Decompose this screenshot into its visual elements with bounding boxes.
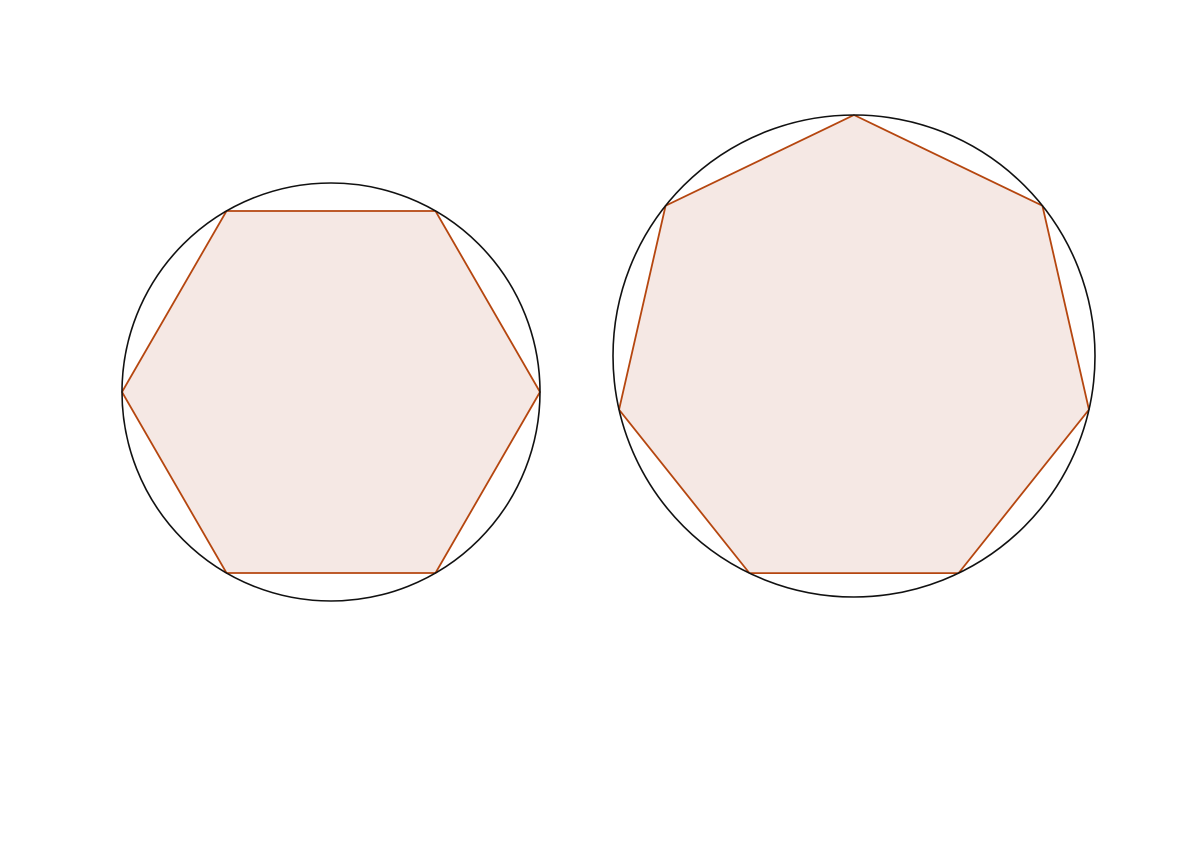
figure-heptagon <box>612 114 1096 598</box>
hexagon-circumcircle <box>121 182 541 602</box>
heptagon-polygon <box>618 114 1090 575</box>
heptagon-circumcircle <box>612 114 1096 598</box>
hexagon-polygon <box>120 210 542 574</box>
figure-hexagon <box>120 182 542 602</box>
